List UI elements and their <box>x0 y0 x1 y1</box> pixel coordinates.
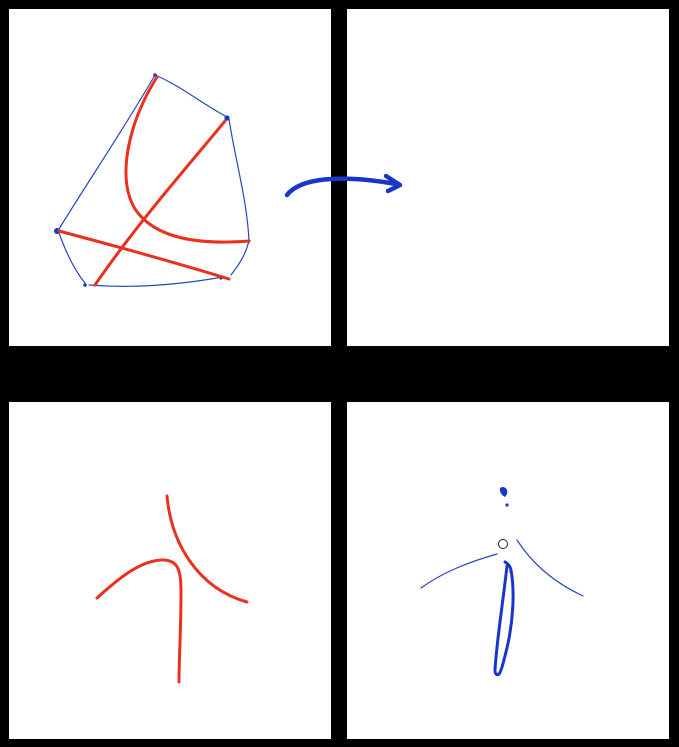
polygon-edge-left-upper <box>58 74 156 230</box>
polygon-edge-right <box>228 118 250 276</box>
blue-sketch <box>420 486 584 677</box>
red-sketch <box>95 494 249 684</box>
panel-top-left <box>9 9 331 346</box>
red-curve-arc <box>124 75 251 244</box>
blue-body-stroke-left <box>493 564 509 677</box>
panel-bottom-left <box>9 402 331 739</box>
polygon-vertices <box>54 73 251 287</box>
polygon-edge-left-lower <box>58 232 86 284</box>
panel-top-right <box>347 9 669 346</box>
red-curves <box>57 75 251 287</box>
blue-dot <box>505 503 509 507</box>
red-line-diagonal <box>93 119 227 287</box>
red-curve-left <box>95 558 183 684</box>
vertex-dot <box>83 283 87 287</box>
polygon-edge-bottom <box>88 276 224 287</box>
polygon-edge-top <box>154 74 228 118</box>
vertex-dot <box>224 115 230 121</box>
blue-body-stroke-inner <box>503 560 513 574</box>
vertex-dot <box>153 73 157 77</box>
red-line-horizontal <box>57 229 231 281</box>
vertex-dot <box>54 228 60 234</box>
blue-blob-head <box>499 486 508 497</box>
blue-body-stroke-right <box>497 568 515 676</box>
red-curve-right <box>165 494 249 604</box>
blue-polygon-outline <box>58 74 250 287</box>
polygon-sketch <box>54 73 251 287</box>
panel-bottom-right <box>347 402 669 739</box>
blue-arm-right <box>516 539 584 597</box>
open-circle <box>498 539 508 549</box>
blue-arm-left <box>420 553 498 589</box>
